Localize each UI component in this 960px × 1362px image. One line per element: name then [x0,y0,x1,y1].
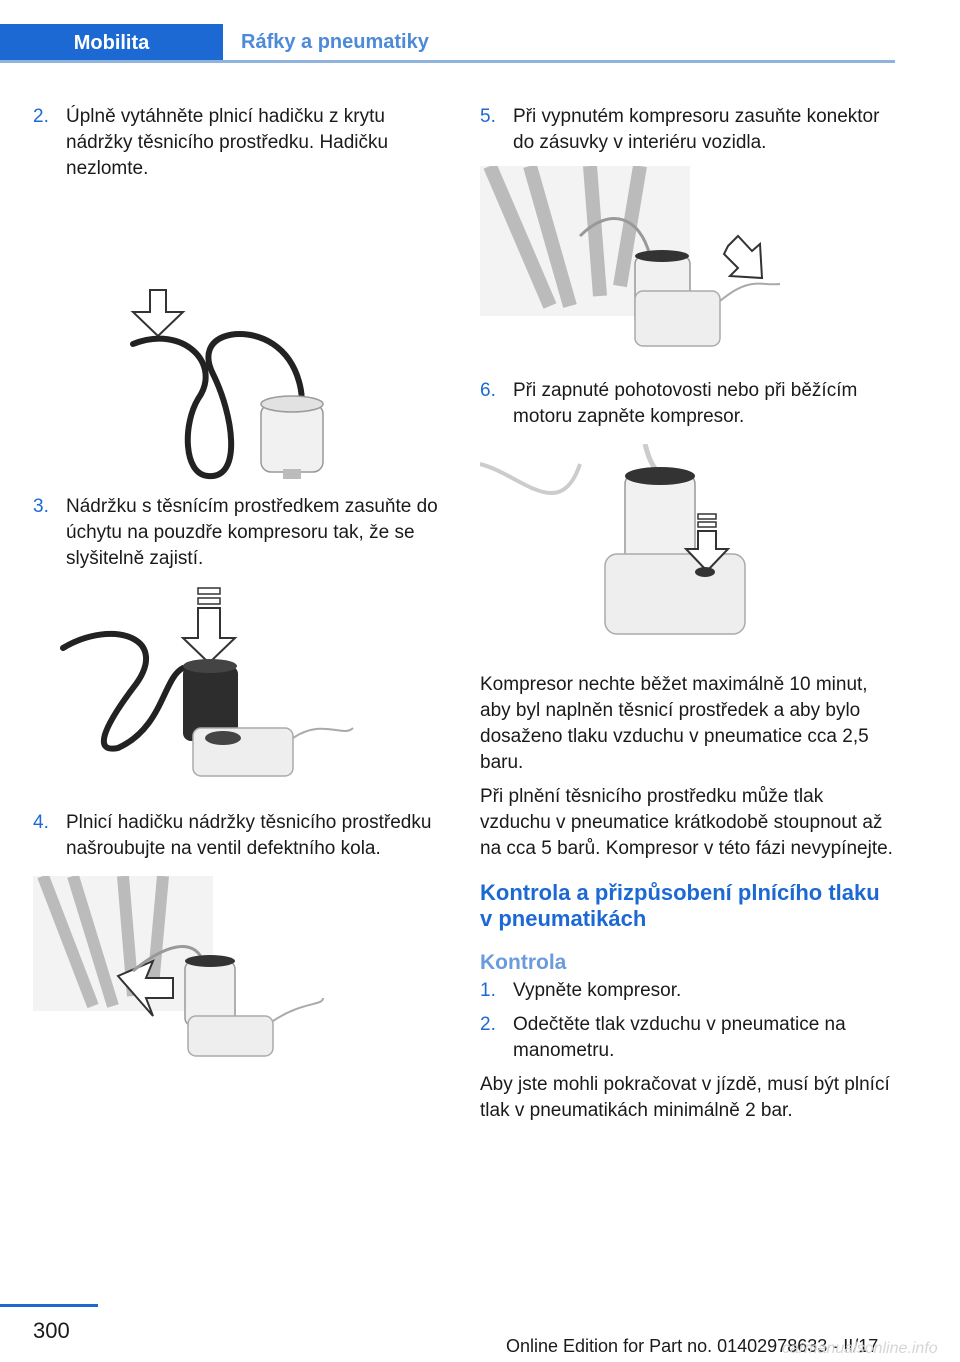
illustration-compressor-on [480,444,746,635]
tab-mobilita[interactable]: Mobilita [0,24,223,63]
page-number: 300 [33,1318,70,1343]
check-step-2: 2. Odečtěte tlak vzduchu v pneumatice na… [480,1012,895,1064]
right-column: 5. Při vypnutém kompresoru zasuňte konek… [480,104,895,1132]
header-divider [0,60,895,63]
check-step-1: 1. Vypněte kompresor. [480,978,895,1004]
step-4: 4. Plnicí hadičku nádržky těsnicího pros… [33,810,448,862]
step-number: 1. [480,980,496,1001]
step-text: Vypněte kompresor. [513,980,682,1001]
step-number: 4. [33,812,49,833]
illustration-valve-connect [33,876,324,1057]
step-number: 3. [33,496,49,517]
step-text: Plnicí hadičku nádržky těsnicího prostře… [66,812,432,859]
tab-rafky-a-pneumatiky[interactable]: Ráfky a pneumatiky [241,31,429,53]
illustration-hose-pull [130,289,324,480]
step-text: Úplně vytáhněte plnicí hadičku z krytu n… [66,106,389,179]
watermark: carmanualsonline.info [782,1340,938,1357]
paragraph: Kompresor nechte běžet maximálně 10 minu… [480,674,869,773]
step-text: Odečtěte tlak vzduchu v pneumatice na ma… [513,1014,846,1061]
step-text: Při vypnutém kompresoru zasuňte konektor… [513,106,880,153]
step-number: 2. [33,106,49,127]
left-column: 2. Úplně vytáhněte plnicí hadičku z kryt… [33,104,448,1076]
illustration-tank-insert [60,587,354,777]
step-number: 2. [480,1014,496,1035]
step-6: 6. Při zapnuté pohotovosti nebo při běží… [480,378,895,430]
section-title: Kontrola a přizpůsobení plnícího tlaku v… [480,880,880,931]
closing-paragraph: Aby jste mohli pokračovat v jízdě, musí … [480,1074,890,1121]
body-text: Kompresor nechte běžet maximálně 10 minu… [480,672,895,862]
step-5: 5. Při vypnutém kompresoru zasuňte konek… [480,104,895,156]
page-number-bar [0,1304,98,1307]
subsection-title: Kontrola [480,951,567,974]
edition-label: Online Edition for Part no. 01402978633 … [506,1336,879,1356]
paragraph: Při plnění těsnicího prostředku může tla… [480,786,893,859]
step-number: 6. [480,380,496,401]
step-text: Nádržku s těsnícím prostředkem zasuňte d… [66,496,438,569]
step-text: Při zapnuté pohotovosti nebo při běžícím… [513,380,858,427]
step-number: 5. [480,106,496,127]
illustration-connector-plug [480,166,781,347]
step-3: 3. Nádržku s těsnícím prostředkem zasuňt… [33,494,448,572]
step-2: 2. Úplně vytáhněte plnicí hadičku z kryt… [33,104,448,182]
